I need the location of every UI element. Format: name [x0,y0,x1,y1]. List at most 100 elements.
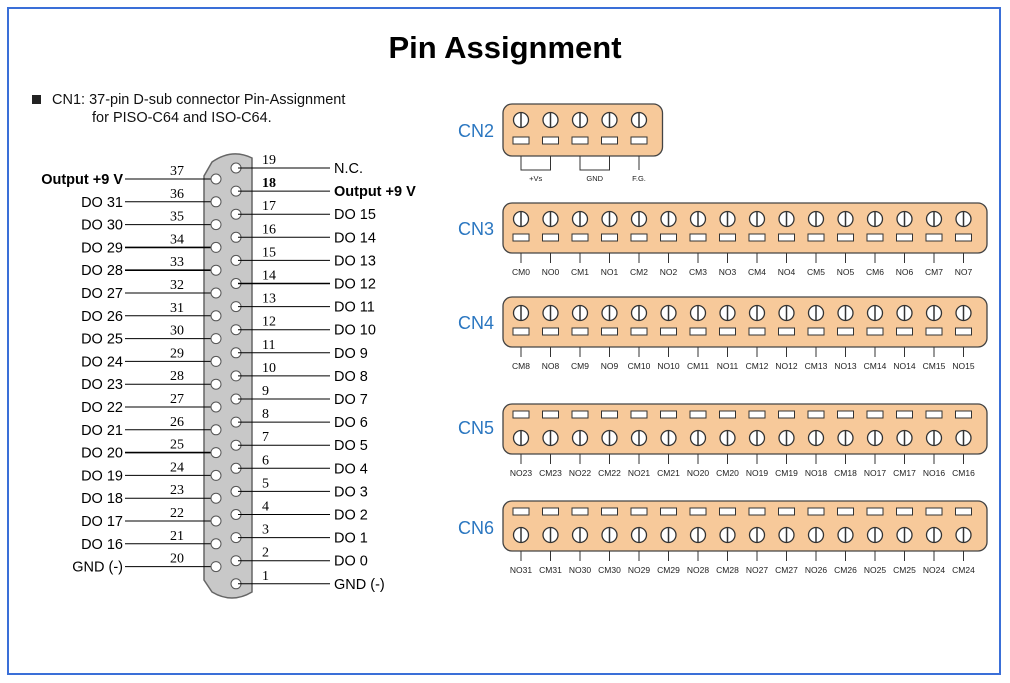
pin-number: 9 [262,384,269,399]
pin-number: 36 [170,187,184,202]
pin-label: DO 17 [81,514,123,530]
pin-number: 25 [170,438,184,453]
cn1-right-pin-11: 11 DO 9 [230,338,368,362]
bullet-square-icon [32,95,41,104]
pin-label: DO 13 [334,253,376,269]
pin-number: 2 [262,546,269,561]
cn1-description-line1: CN1: 37-pin D-sub connector Pin-Assignme… [52,92,346,108]
pin-label: DO 28 [81,263,123,279]
pin-number: 30 [170,324,184,339]
pin-hole [210,401,222,413]
cn1-left-pin-29: 29 DO 24 [81,346,222,370]
pin-number: 17 [262,199,276,214]
cn1-left-pin-33: 33 DO 28 [81,255,222,279]
pin-number: 28 [170,369,184,384]
pin-label: DO 15 [334,207,376,223]
pin-hole [210,378,222,390]
pin-number: 4 [262,500,269,515]
pin-number: 6 [262,453,269,468]
pin-label: Output +9 V [334,184,416,200]
pin-label: DO 11 [334,300,375,316]
pin-label: DO 20 [81,446,123,462]
cn1-right-pin-2: 2DO 0 [230,546,368,570]
pin-number: 13 [262,292,276,307]
pin-number: 7 [262,430,269,445]
pin-number: 18 [262,176,276,191]
pin-number: 29 [170,346,184,361]
pin-hole [210,264,222,276]
pin-label: DO 3 [334,484,368,500]
cn1-left-pin-28: 28 DO 23 [81,369,222,393]
pin-hole [210,492,222,504]
pin-label: DO 19 [81,468,123,484]
pin-number: 23 [170,483,184,498]
pin-label: Output +9 V [41,172,123,188]
pin-label: DO 25 [81,332,123,348]
pin-hole [210,515,222,527]
cn1-left-pin-35: 35 DO 30 [81,210,222,234]
cn1-left-pin-30: 30 DO 25 [81,324,222,348]
cn1-right-pin-5: 5 DO 3 [230,476,368,500]
pin-number: 35 [170,210,184,225]
pin-number: 31 [170,301,184,316]
pin-number: 27 [170,392,184,407]
pin-number: 8 [262,407,269,422]
pin-hole [210,196,222,208]
pin-hole [210,469,222,481]
pin-hole [210,355,222,367]
cn1-left-pin-36: 36 DO 31 [81,187,222,211]
pin-label: GND (-) [72,560,123,576]
pin-label: DO 21 [81,423,123,439]
pin-hole [210,310,222,322]
cn1-description-line2: for PISO-C64 and ISO-C64. [92,110,272,126]
pin-label: DO 31 [81,195,123,211]
pin-label: DO 16 [81,537,123,553]
cn1-right-pin-8: 8DO 6 [230,407,368,431]
pin-label: DO 18 [81,491,123,507]
pin-number: 1 [262,569,269,584]
pin-number: 10 [262,361,276,376]
pin-label: DO 22 [81,400,123,416]
pin-number: 20 [170,552,184,567]
pin-number: 14 [262,269,276,284]
pin-number: 33 [170,255,184,270]
pin-hole [210,241,222,253]
pin-label: GND (-) [334,577,385,593]
pin-number: 26 [170,415,184,430]
pin-label: DO 9 [334,346,368,362]
pin-label: DO 7 [334,392,368,408]
pin-hole [210,333,222,345]
cn1-right-pin-9: 9 DO 7 [230,384,368,408]
pin-label: DO 10 [334,323,376,339]
pin-label: DO 8 [334,369,368,385]
cn1-right-pin-17: 17 DO 15 [230,199,376,223]
pin-label: DO 12 [334,277,376,293]
cn1-right-pin-12: 12 DO 10 [230,315,376,339]
cn1-left-pin-26: 26 DO 21 [81,415,222,439]
pin-label: DO 30 [81,218,123,234]
page-frame [7,7,1001,675]
pin-number: 37 [170,164,184,179]
pin-label: DO 29 [81,240,123,256]
pin-label: DO 23 [81,377,123,393]
pin-hole [210,219,222,231]
pin-label: DO 14 [334,230,376,246]
pin-number: 12 [262,315,276,330]
cn1-left-pin-31: 31 DO 26 [81,301,222,325]
pin-number: 11 [262,338,275,353]
pin-label: DO 26 [81,309,123,325]
pin-label: DO 24 [81,354,123,370]
pin-hole [210,561,222,573]
pin-number: 5 [262,476,269,491]
pin-hole [210,173,222,185]
